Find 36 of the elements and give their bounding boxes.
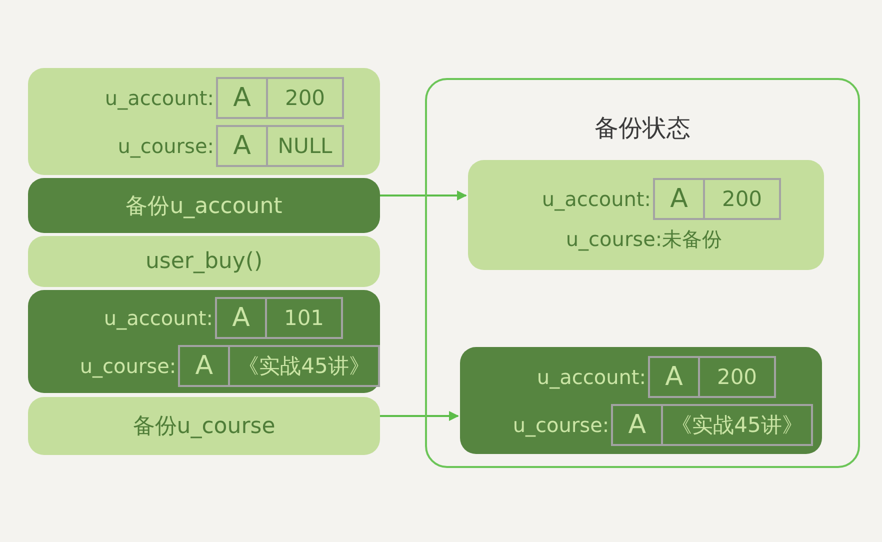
step-label: user_buy(): [145, 249, 263, 274]
arrow: [380, 411, 459, 421]
value-cell: A: [611, 404, 664, 446]
value-cell: 200: [703, 178, 781, 220]
step-band: [28, 397, 380, 455]
field-label: u_account:: [540, 186, 652, 210]
value-cell: A: [653, 178, 705, 220]
value-cell: A: [216, 76, 268, 118]
value-cell: 《实战45讲》: [661, 404, 813, 446]
value-cell: 《实战45讲》: [228, 344, 380, 386]
step-band: [28, 178, 380, 233]
value-cell: A: [215, 296, 267, 338]
state-band: [28, 290, 380, 393]
step-band: [28, 236, 380, 287]
field-label: u_account:: [104, 86, 215, 110]
field-label: u_account:: [102, 306, 214, 330]
field-label: u_course:: [116, 134, 215, 158]
field-label: u_course:未备份: [566, 226, 724, 252]
value-cell: 200: [266, 76, 344, 118]
state-band: [468, 160, 824, 270]
field-label: u_course:: [512, 412, 610, 436]
step-label: 备份u_course: [132, 413, 276, 441]
value-cell: 200: [698, 356, 776, 398]
field-label: u_course:: [78, 354, 178, 378]
frame-title: 备份状态: [594, 113, 692, 144]
value-cell: A: [648, 356, 700, 398]
step-label: 备份u_account: [126, 192, 282, 220]
backup-state-frame: [425, 78, 860, 468]
value-cell: A: [216, 124, 268, 166]
state-band: [28, 68, 380, 175]
state-band: [460, 347, 822, 454]
arrow: [380, 190, 467, 200]
value-cell: 101: [265, 296, 343, 338]
field-label: u_account:: [536, 364, 647, 388]
value-cell: A: [178, 344, 230, 386]
value-cell: NULL: [266, 124, 344, 166]
